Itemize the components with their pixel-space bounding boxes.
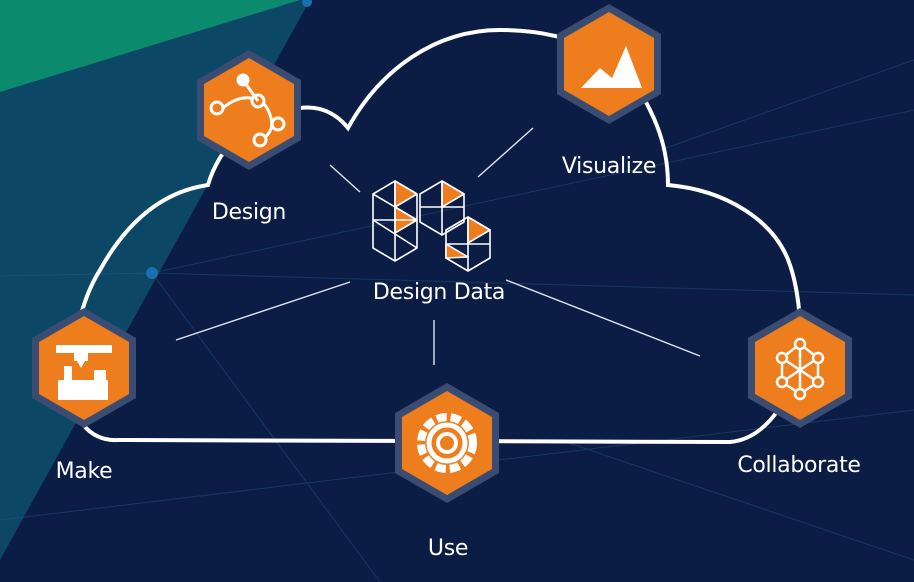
network-node-dot-top: [302, 0, 312, 7]
node-label-visualize: Visualize: [561, 154, 657, 179]
hexagon-fill: [402, 391, 492, 495]
mountain-icon: [581, 46, 642, 88]
corner-green-shape: [0, 0, 300, 92]
gear-icon: [417, 413, 477, 473]
center-label-design-data: Design Data: [372, 280, 506, 305]
node-label-design: Design: [211, 200, 287, 225]
node-label-use: Use: [427, 536, 469, 561]
node-hexagons: [32, 4, 852, 503]
network-node-dot: [146, 267, 158, 279]
hexagon-fill: [564, 12, 654, 116]
node-hexagon-visualize: [557, 4, 661, 124]
design-data-logo-icon: [372, 180, 491, 272]
connector-lines: [175, 127, 701, 365]
network-icon: [775, 337, 825, 401]
node-label-collaborate: Collaborate: [737, 453, 861, 478]
hexagon-fill: [204, 58, 294, 162]
node-hexagon-design: [197, 50, 301, 170]
node-hexagon-use: [395, 383, 499, 503]
bezier-curve-icon: [209, 73, 286, 148]
node-label-make: Make: [55, 459, 113, 484]
3d-printer-icon: [56, 345, 112, 400]
cloud-outline: [69, 27, 803, 445]
